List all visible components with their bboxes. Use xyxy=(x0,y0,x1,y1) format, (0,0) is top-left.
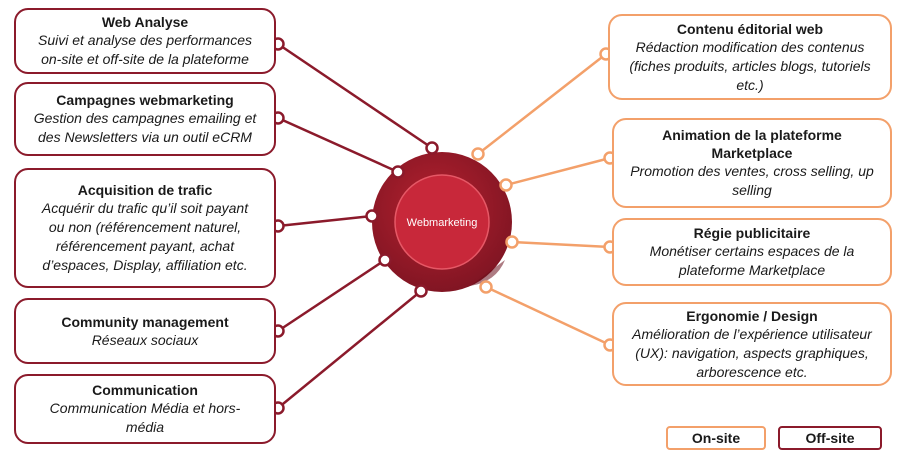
box-desc-line: Réseaux sociaux xyxy=(91,331,199,348)
box-desc-line: Suivi et analyse des performances xyxy=(38,32,252,48)
box-title: Communication xyxy=(92,382,198,398)
on-site-connector-dot xyxy=(471,147,485,161)
on-site-connector-dot xyxy=(499,178,513,192)
off-site-connector-dot xyxy=(378,253,392,267)
box-title: Contenu éditorial web xyxy=(676,20,824,37)
off-site-connector-1 xyxy=(277,116,399,174)
off-site-connector-3 xyxy=(277,258,386,333)
box-acquisition-trafic: Acquisition de trafic Acquérir du trafic… xyxy=(14,168,276,288)
box-desc-line: Amélioration de l’expérience utilisateur xyxy=(632,325,872,342)
box-desc-line: média xyxy=(125,419,165,435)
on-site-connector-2 xyxy=(511,240,611,249)
box-desc-line: Gestion des campagnes emailing et xyxy=(33,110,257,126)
box-desc-line: Monétiser certains espaces de la xyxy=(649,243,855,259)
off-site-connector-dot xyxy=(365,209,379,223)
box-desc-line: Acquérir du trafic qu’il soit payant xyxy=(41,200,249,216)
box-title: Acquisition de trafic xyxy=(77,182,213,198)
box-desc-line: référencement payant, achat xyxy=(55,238,235,254)
box-desc-line: Promotion des ventes, cross selling, up xyxy=(630,163,874,179)
box-desc-line: des Newsletters via un outil eCRM xyxy=(38,129,252,145)
box-campagnes-webmarketing: Campagnes webmarketing Gestion des campa… xyxy=(14,82,276,156)
legend-label: Off-site xyxy=(805,430,855,446)
box-title: Animation de la plateforme Marketplace xyxy=(662,127,842,161)
off-site-connector-dot xyxy=(425,141,439,155)
off-site-connector-2 xyxy=(277,214,373,228)
legend-off-site: Off-site xyxy=(778,426,882,450)
box-community-management: Community management Réseaux sociaux xyxy=(14,298,276,364)
off-site-connector-dot xyxy=(414,284,428,298)
on-site-connector-dot xyxy=(479,280,493,294)
webmarketing-hub: Webmarketing xyxy=(372,152,512,292)
box-desc-line: (fiches produits, articles blogs, tutori… xyxy=(629,57,871,74)
legend-label: On-site xyxy=(691,430,741,446)
box-desc-line: selling xyxy=(732,182,772,198)
off-site-connector-dot xyxy=(391,165,405,179)
box-desc-line: ou non (référencement naturel, xyxy=(48,219,242,235)
legend-on-site: On-site xyxy=(666,426,766,450)
box-contenu-editorial-web: Contenu éditorial web Rédaction modifica… xyxy=(608,14,892,100)
box-desc-line: Communication Média et hors- xyxy=(49,400,241,416)
box-title: Campagnes webmarketing xyxy=(56,92,234,108)
on-site-connector-dot xyxy=(505,235,519,249)
box-desc-line: plateforme Marketplace xyxy=(678,262,826,278)
on-site-connector-0 xyxy=(477,53,607,155)
box-title: Régie publicitaire xyxy=(693,225,811,241)
box-title: Ergonomie / Design xyxy=(686,307,818,324)
box-communication: Communication Communication Média et hor… xyxy=(14,374,276,444)
box-regie-publicitaire: Régie publicitaire Monétiser certains es… xyxy=(612,218,892,286)
box-web-analyse: Web Analyse Suivi et analyse des perform… xyxy=(14,8,276,74)
box-ergonomie-design: Ergonomie / Design Amélioration de l’exp… xyxy=(612,302,892,386)
off-site-connector-4 xyxy=(277,290,422,409)
off-site-connector-0 xyxy=(277,42,433,150)
box-desc-line: d’espaces, Display, affiliation etc. xyxy=(42,257,248,273)
box-animation-plateforme: Animation de la plateforme Marketplace P… xyxy=(612,118,892,208)
hub-label: Webmarketing xyxy=(407,217,478,229)
box-title: Community management xyxy=(61,313,229,330)
box-desc-line: on-site et off-site de la plateforme xyxy=(41,51,249,67)
on-site-connector-1 xyxy=(505,156,611,187)
box-desc-line: Rédaction modification des contenus xyxy=(635,38,865,55)
box-title: Web Analyse xyxy=(101,14,189,30)
box-desc-line: etc.) xyxy=(736,76,764,93)
box-desc-line: (UX): navigation, aspects graphiques, xyxy=(635,344,869,361)
on-site-connector-3 xyxy=(485,285,611,347)
box-desc-line: arborescence etc. xyxy=(696,363,808,380)
